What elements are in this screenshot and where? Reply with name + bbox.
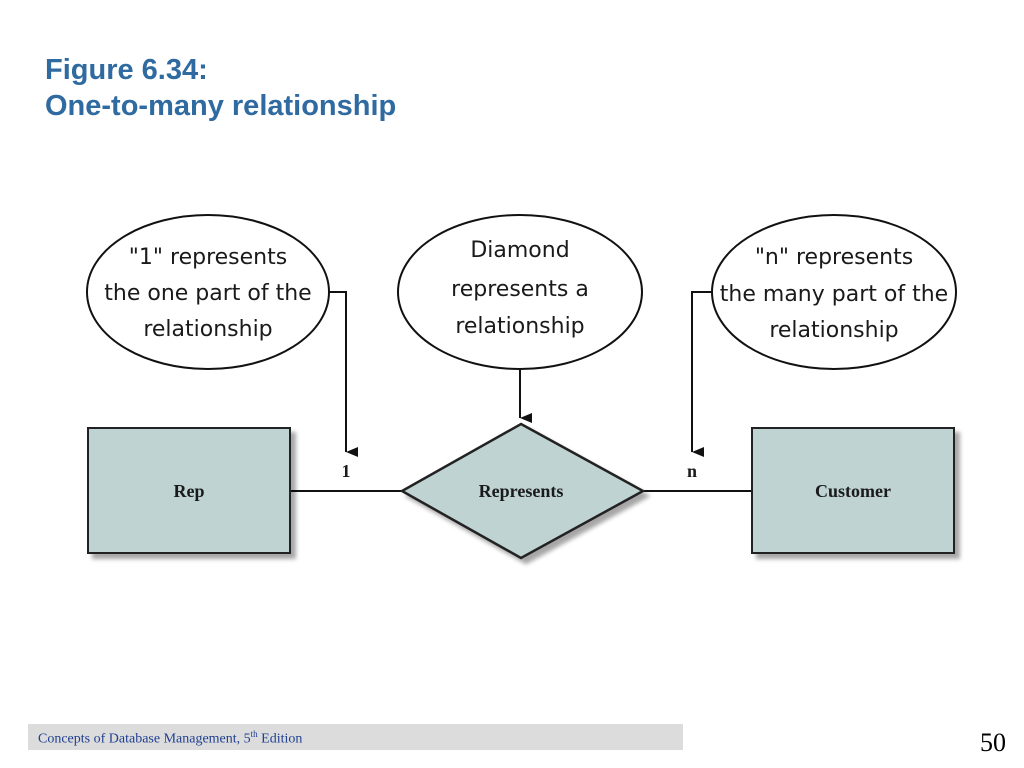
arrow-one <box>329 291 358 457</box>
svg-text:relationship: relationship <box>143 317 272 342</box>
entity-customer-label: Customer <box>815 481 891 501</box>
callout-one-text: "1" represents the one part of the relat… <box>104 245 311 342</box>
entity-rep <box>87 427 291 554</box>
cardinality-one: 1 <box>342 461 351 481</box>
footer-citation: Concepts of Database Management, 5th Edi… <box>38 729 303 747</box>
svg-text:"1" represents: "1" represents <box>129 245 287 270</box>
svg-text:Diamond: Diamond <box>470 238 569 263</box>
arrow-many <box>691 291 712 457</box>
relationship-label: Represents <box>479 481 564 501</box>
entity-rep-label: Rep <box>174 481 205 501</box>
footer-bar: Concepts of Database Management, 5th Edi… <box>28 724 683 750</box>
page-number: 50 <box>980 728 1006 757</box>
cardinality-many: n <box>687 461 697 481</box>
slide-title: Figure 6.34: One-to-many relationship <box>45 52 396 124</box>
svg-text:the one part of the: the one part of the <box>104 281 311 306</box>
svg-text:"n" represents: "n" represents <box>755 245 913 270</box>
callout-many-text: "n" represents the many part of the rela… <box>720 245 948 343</box>
callout-diamond-text: Diamond represents a relationship <box>451 238 589 339</box>
figure-caption: One-to-many relationship <box>45 90 397 122</box>
svg-text:represents a: represents a <box>451 277 589 302</box>
relationship-diamond <box>399 422 646 560</box>
svg-text:relationship: relationship <box>455 314 584 339</box>
svg-text:the many part of the: the many part of the <box>720 282 948 307</box>
figure-number: Figure 6.34: <box>45 54 208 86</box>
entity-customer <box>751 427 955 554</box>
svg-text:relationship: relationship <box>769 318 898 343</box>
